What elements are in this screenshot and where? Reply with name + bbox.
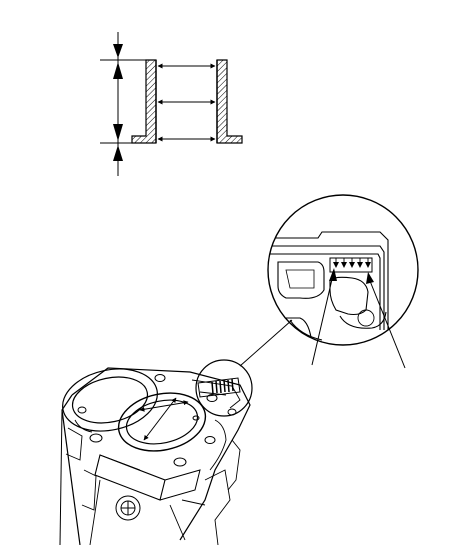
bore-measure-arrows [157, 63, 216, 142]
bore-cross-section [100, 32, 243, 176]
deck-bolt-holes [77, 374, 237, 467]
block-bore-arrows [139, 397, 189, 441]
callout-leaders [311, 274, 406, 369]
callout-arrowheads [329, 268, 374, 284]
straight-edge [94, 454, 166, 501]
grade-mark-plate [197, 377, 241, 398]
crank-bolt [115, 495, 141, 521]
engine-block [59, 359, 253, 545]
magnifier-leader [239, 319, 293, 367]
cylinder-bore-2 [117, 392, 207, 452]
dimension-lines [100, 32, 146, 176]
magnify-target-circle [195, 359, 253, 417]
magnifier-circle [267, 194, 419, 346]
left-bore-wall [131, 59, 157, 144]
grade-mark-arrows [333, 262, 371, 268]
vertical-dimension-arrows [113, 44, 123, 161]
block-side-details [65, 427, 241, 545]
cylinder-bore-1 [62, 368, 158, 432]
magnifier-detail [267, 194, 419, 346]
right-bore-wall [216, 59, 243, 144]
